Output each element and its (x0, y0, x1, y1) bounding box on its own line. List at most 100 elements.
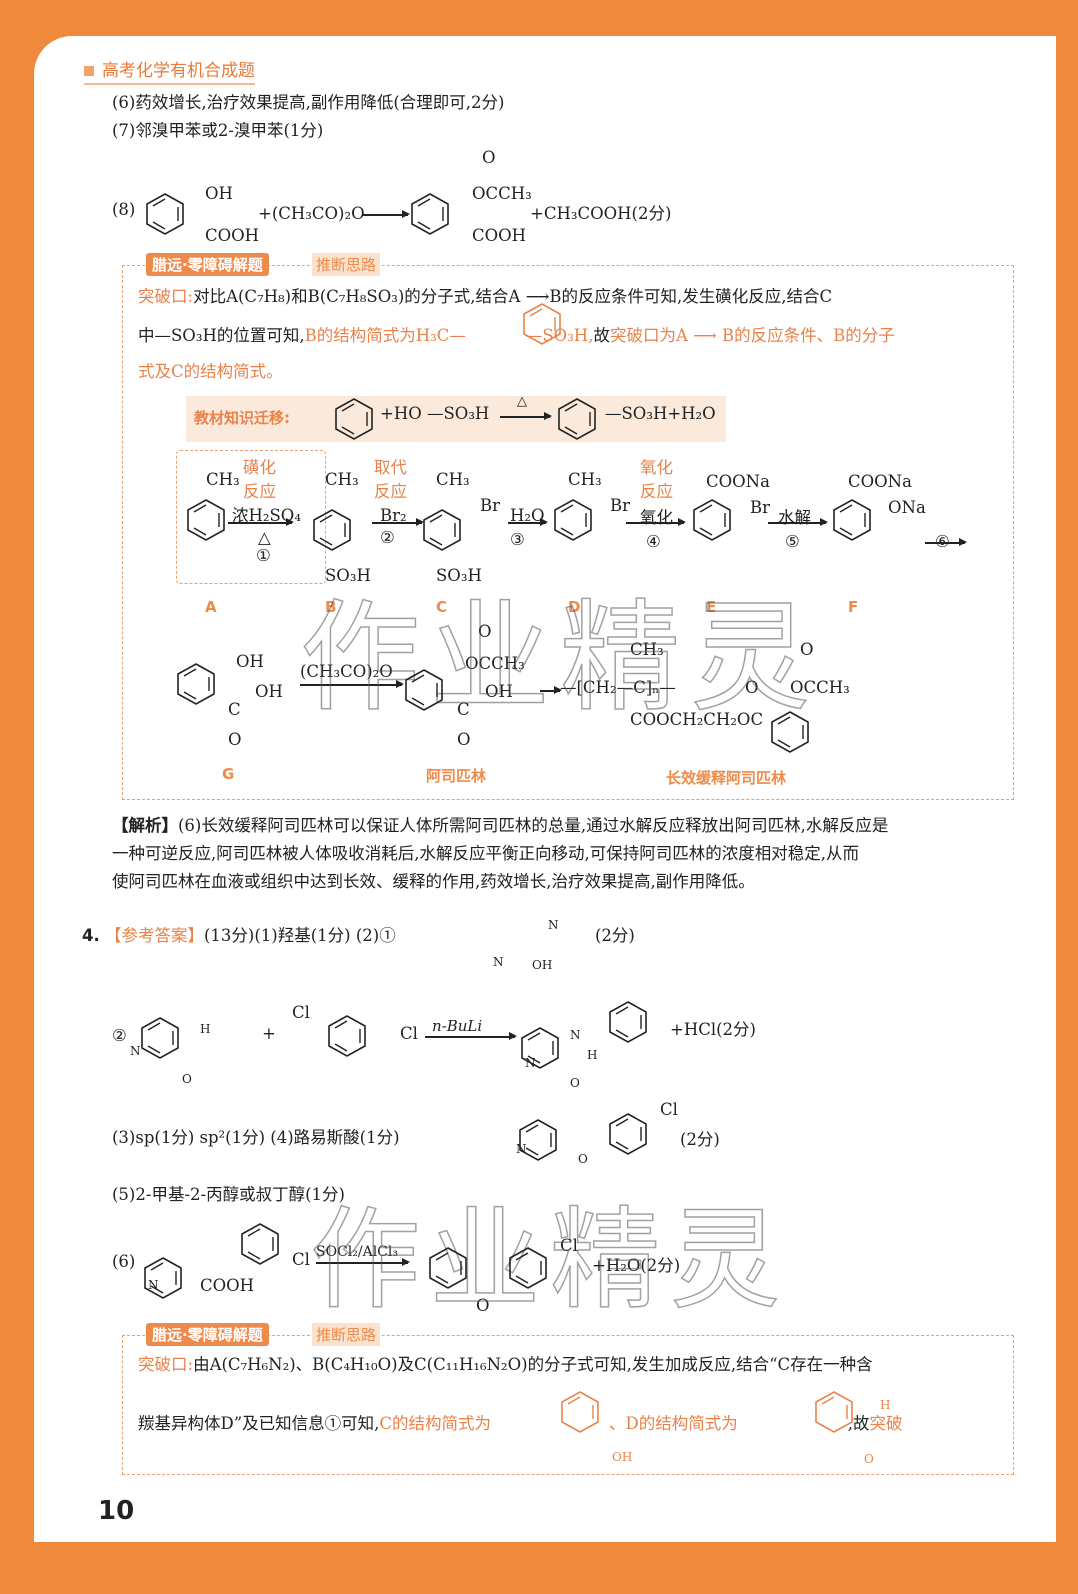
benzene-ring-icon (410, 192, 450, 236)
benzene-ring-icon (557, 397, 597, 441)
answer-text: ② (112, 1026, 127, 1045)
formula-text: COOH (472, 226, 527, 245)
compound-label: 长效缓释阿司匹林 (666, 769, 787, 787)
reaction-arrow (425, 1033, 517, 1039)
scheme-text: 磺化 (243, 458, 276, 477)
compound-label: D (568, 598, 581, 616)
benzene-ring-icon (814, 1390, 854, 1434)
compound-label: A (205, 598, 217, 616)
analysis-text: 一种可逆反应,阿司匹林被人体吸收消耗后,水解反应平衡正向移动,可保持阿司匹林的浓… (112, 844, 859, 863)
formula-text: O (482, 148, 496, 167)
formula-text: n-BuLi (432, 1017, 483, 1035)
answer-text: (2分) (595, 926, 635, 945)
benzene-ring-icon (608, 1000, 648, 1044)
scheme-text: O (457, 730, 471, 749)
box-text: 对比A(C₇H₈)和B(C₇H₈SO₃)的分子式,结合A ⟶B的反应条件可知,发… (193, 287, 833, 306)
box-text: 羰基异构体D”及已知信息①可知, (138, 1414, 380, 1433)
formula-text: O (864, 1452, 874, 1466)
scheme-text: 反应 (640, 482, 673, 501)
scheme-text: CH₃ (206, 470, 240, 489)
benzene-ring-icon (608, 1112, 648, 1156)
scheme-text: O (745, 678, 759, 697)
textbook-label: 教材知识迁移: (194, 409, 290, 427)
scheme-text: ⑥ (935, 532, 950, 552)
compound-label: 阿司匹林 (426, 767, 487, 785)
formula-text: +(CH₃CO)₂O (258, 204, 365, 223)
benzene-ring-icon (404, 668, 444, 712)
answer-text: (3)sp(1分) sp²(1分) (4)路易斯酸(1分) (112, 1128, 400, 1147)
benzene-ring-icon (832, 498, 872, 542)
box-tag: 腊远·零障碍解题 (146, 253, 269, 276)
question-number: 4. (82, 926, 100, 945)
reaction-arrow (228, 519, 294, 525)
scheme-text: 反应 (374, 482, 407, 501)
scheme-text: Br (750, 498, 771, 517)
scheme-text: C (228, 700, 241, 719)
box-subtag: 推断思路 (312, 1323, 381, 1346)
header-title: 高考化学有机合成题 (102, 61, 255, 81)
box-tag: 腊远·零障碍解题 (146, 1323, 269, 1346)
scheme-text: ① (256, 546, 271, 565)
benzene-ring-icon (176, 662, 216, 706)
atom-label: O (182, 1072, 192, 1086)
highlight-box (176, 450, 326, 584)
reaction-arrow (300, 681, 404, 687)
formula-text: +HO —SO₃H (380, 404, 490, 423)
formula-text: Cl (660, 1100, 678, 1119)
benzene-ring-icon (312, 508, 352, 552)
atom-label: O (570, 1076, 580, 1090)
benzene-ring-icon (240, 1222, 280, 1266)
formula-text: Cl (400, 1024, 418, 1043)
header-square-icon (84, 66, 94, 76)
box-text: 故 (593, 326, 610, 345)
atom-label: O (578, 1152, 588, 1166)
scheme-text: 取代 (374, 458, 407, 477)
scheme-text: ONa (888, 498, 926, 517)
atom-label: N (516, 1142, 527, 1156)
benzene-ring-icon (560, 1390, 600, 1434)
scheme-text: OH (236, 652, 264, 671)
formula-text: +CH₃COOH(2分) (530, 204, 672, 223)
watermark: 作业精灵 (299, 588, 820, 729)
scheme-text: ③ (510, 530, 525, 549)
box-text: —SO₃H, (525, 326, 594, 345)
compound-label: B (325, 598, 337, 616)
atom-label: N (493, 955, 504, 969)
box-text: 突破口为A ⟶ B的反应条件、B的分子 (609, 326, 895, 345)
key-label: 突破口: (138, 287, 194, 306)
box-text: ,故 (847, 1414, 870, 1433)
answer-6: (6)药效增长,治疗效果提高,副作用降低(合理即可,2分) (112, 93, 505, 112)
reaction-arrow (768, 519, 828, 525)
compound-label: E (706, 598, 717, 616)
box-subtag: 推断思路 (312, 253, 381, 276)
answer-text: (2分) (680, 1130, 720, 1149)
scheme-text: COOCH₂CH₂OC (630, 710, 764, 729)
page-number: 10 (98, 1496, 135, 1526)
scheme-text: COONa (848, 472, 912, 491)
atom-label: N (525, 1056, 536, 1070)
key-label: 突破口: (138, 1355, 194, 1374)
atom-label: N (548, 918, 559, 932)
textbook-knowledge-box (186, 396, 726, 442)
compound-label: G (222, 765, 235, 783)
atom-label: N (130, 1044, 141, 1058)
benzene-ring-icon (428, 1246, 468, 1290)
formula-text: OH (612, 1450, 633, 1464)
box-text: 突破 (869, 1414, 903, 1433)
reaction-arrow (362, 211, 410, 217)
running-header: 高考化学有机合成题 (84, 56, 255, 85)
scheme-text: 氧化 (640, 508, 673, 527)
scheme-text: H₂O (510, 506, 545, 525)
formula-text: SOCl₂/AlCl₃ (316, 1244, 398, 1260)
formula-text: +H₂O(2分) (592, 1256, 681, 1275)
formula-text: + (262, 1024, 276, 1043)
reaction-arrow (925, 539, 967, 545)
atom-label: N (148, 1278, 159, 1292)
scheme-text: COONa (706, 472, 770, 491)
inference-box (122, 1335, 1014, 1475)
formula-text: COOH (200, 1276, 255, 1295)
scheme-text: ② (380, 528, 395, 547)
scheme-text: CH₃ (325, 470, 359, 489)
atom-label: N (570, 1028, 581, 1042)
compound-label: F (848, 598, 859, 616)
